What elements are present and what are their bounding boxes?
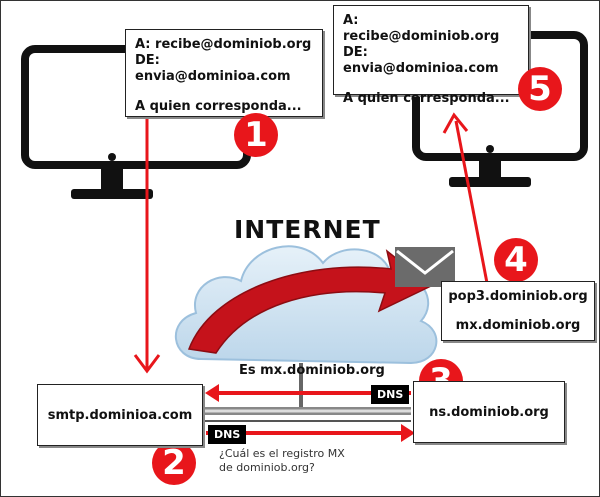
step-badge-1: 1 bbox=[234, 113, 278, 157]
arrow-to-receiver bbox=[442, 112, 489, 284]
receiver-email-note: A: recibe@dominiob.org DE: envia@dominio… bbox=[333, 5, 529, 106]
smtp-server-box: smtp.dominioa.com bbox=[37, 384, 203, 446]
ns-server-box: ns.dominiob.org bbox=[413, 381, 565, 443]
arrow-sender-to-smtp bbox=[133, 117, 161, 374]
pop3-server-label: pop3.dominiob.org bbox=[448, 289, 588, 304]
receiver-from-line: DE: envia@dominioa.com bbox=[343, 45, 499, 76]
mx-server-label: mx.dominiob.org bbox=[455, 318, 581, 333]
sender-to-line: A: recibe@dominiob.org bbox=[135, 37, 312, 52]
step-badge-4: 4 bbox=[494, 238, 538, 282]
step-badge-2: 2 bbox=[152, 441, 196, 485]
dns-question-label: ¿Cuál es el registro MX de dominiob.org? bbox=[219, 447, 345, 475]
ns-server-label: ns.dominiob.org bbox=[429, 404, 549, 420]
internet-title: INTERNET bbox=[234, 215, 381, 244]
dns-tag-query: DNS bbox=[208, 425, 247, 444]
receiver-mail-servers-box: pop3.dominiob.org mx.dominiob.org bbox=[441, 281, 595, 341]
dns-question-line-1: ¿Cuál es el registro MX bbox=[219, 447, 345, 460]
sender-email-note: A: recibe@dominiob.org DE: envia@dominio… bbox=[125, 29, 323, 117]
sender-body-line: A quien corresponda... bbox=[135, 99, 302, 114]
receiver-to-line: A: recibe@dominiob.org bbox=[343, 13, 500, 44]
envelope-icon bbox=[395, 247, 455, 287]
dns-question-line-2: de dominiob.org? bbox=[219, 461, 315, 474]
step-badge-5: 5 bbox=[518, 67, 562, 111]
receiver-body-line: A quien corresponda... bbox=[343, 91, 510, 106]
dns-tag-answer: DNS bbox=[371, 385, 410, 404]
smtp-server-label: smtp.dominioa.com bbox=[47, 407, 193, 423]
sender-from-line: DE: envia@dominioa.com bbox=[135, 53, 291, 84]
dns-answer-label: Es mx.dominiob.org bbox=[239, 363, 385, 378]
